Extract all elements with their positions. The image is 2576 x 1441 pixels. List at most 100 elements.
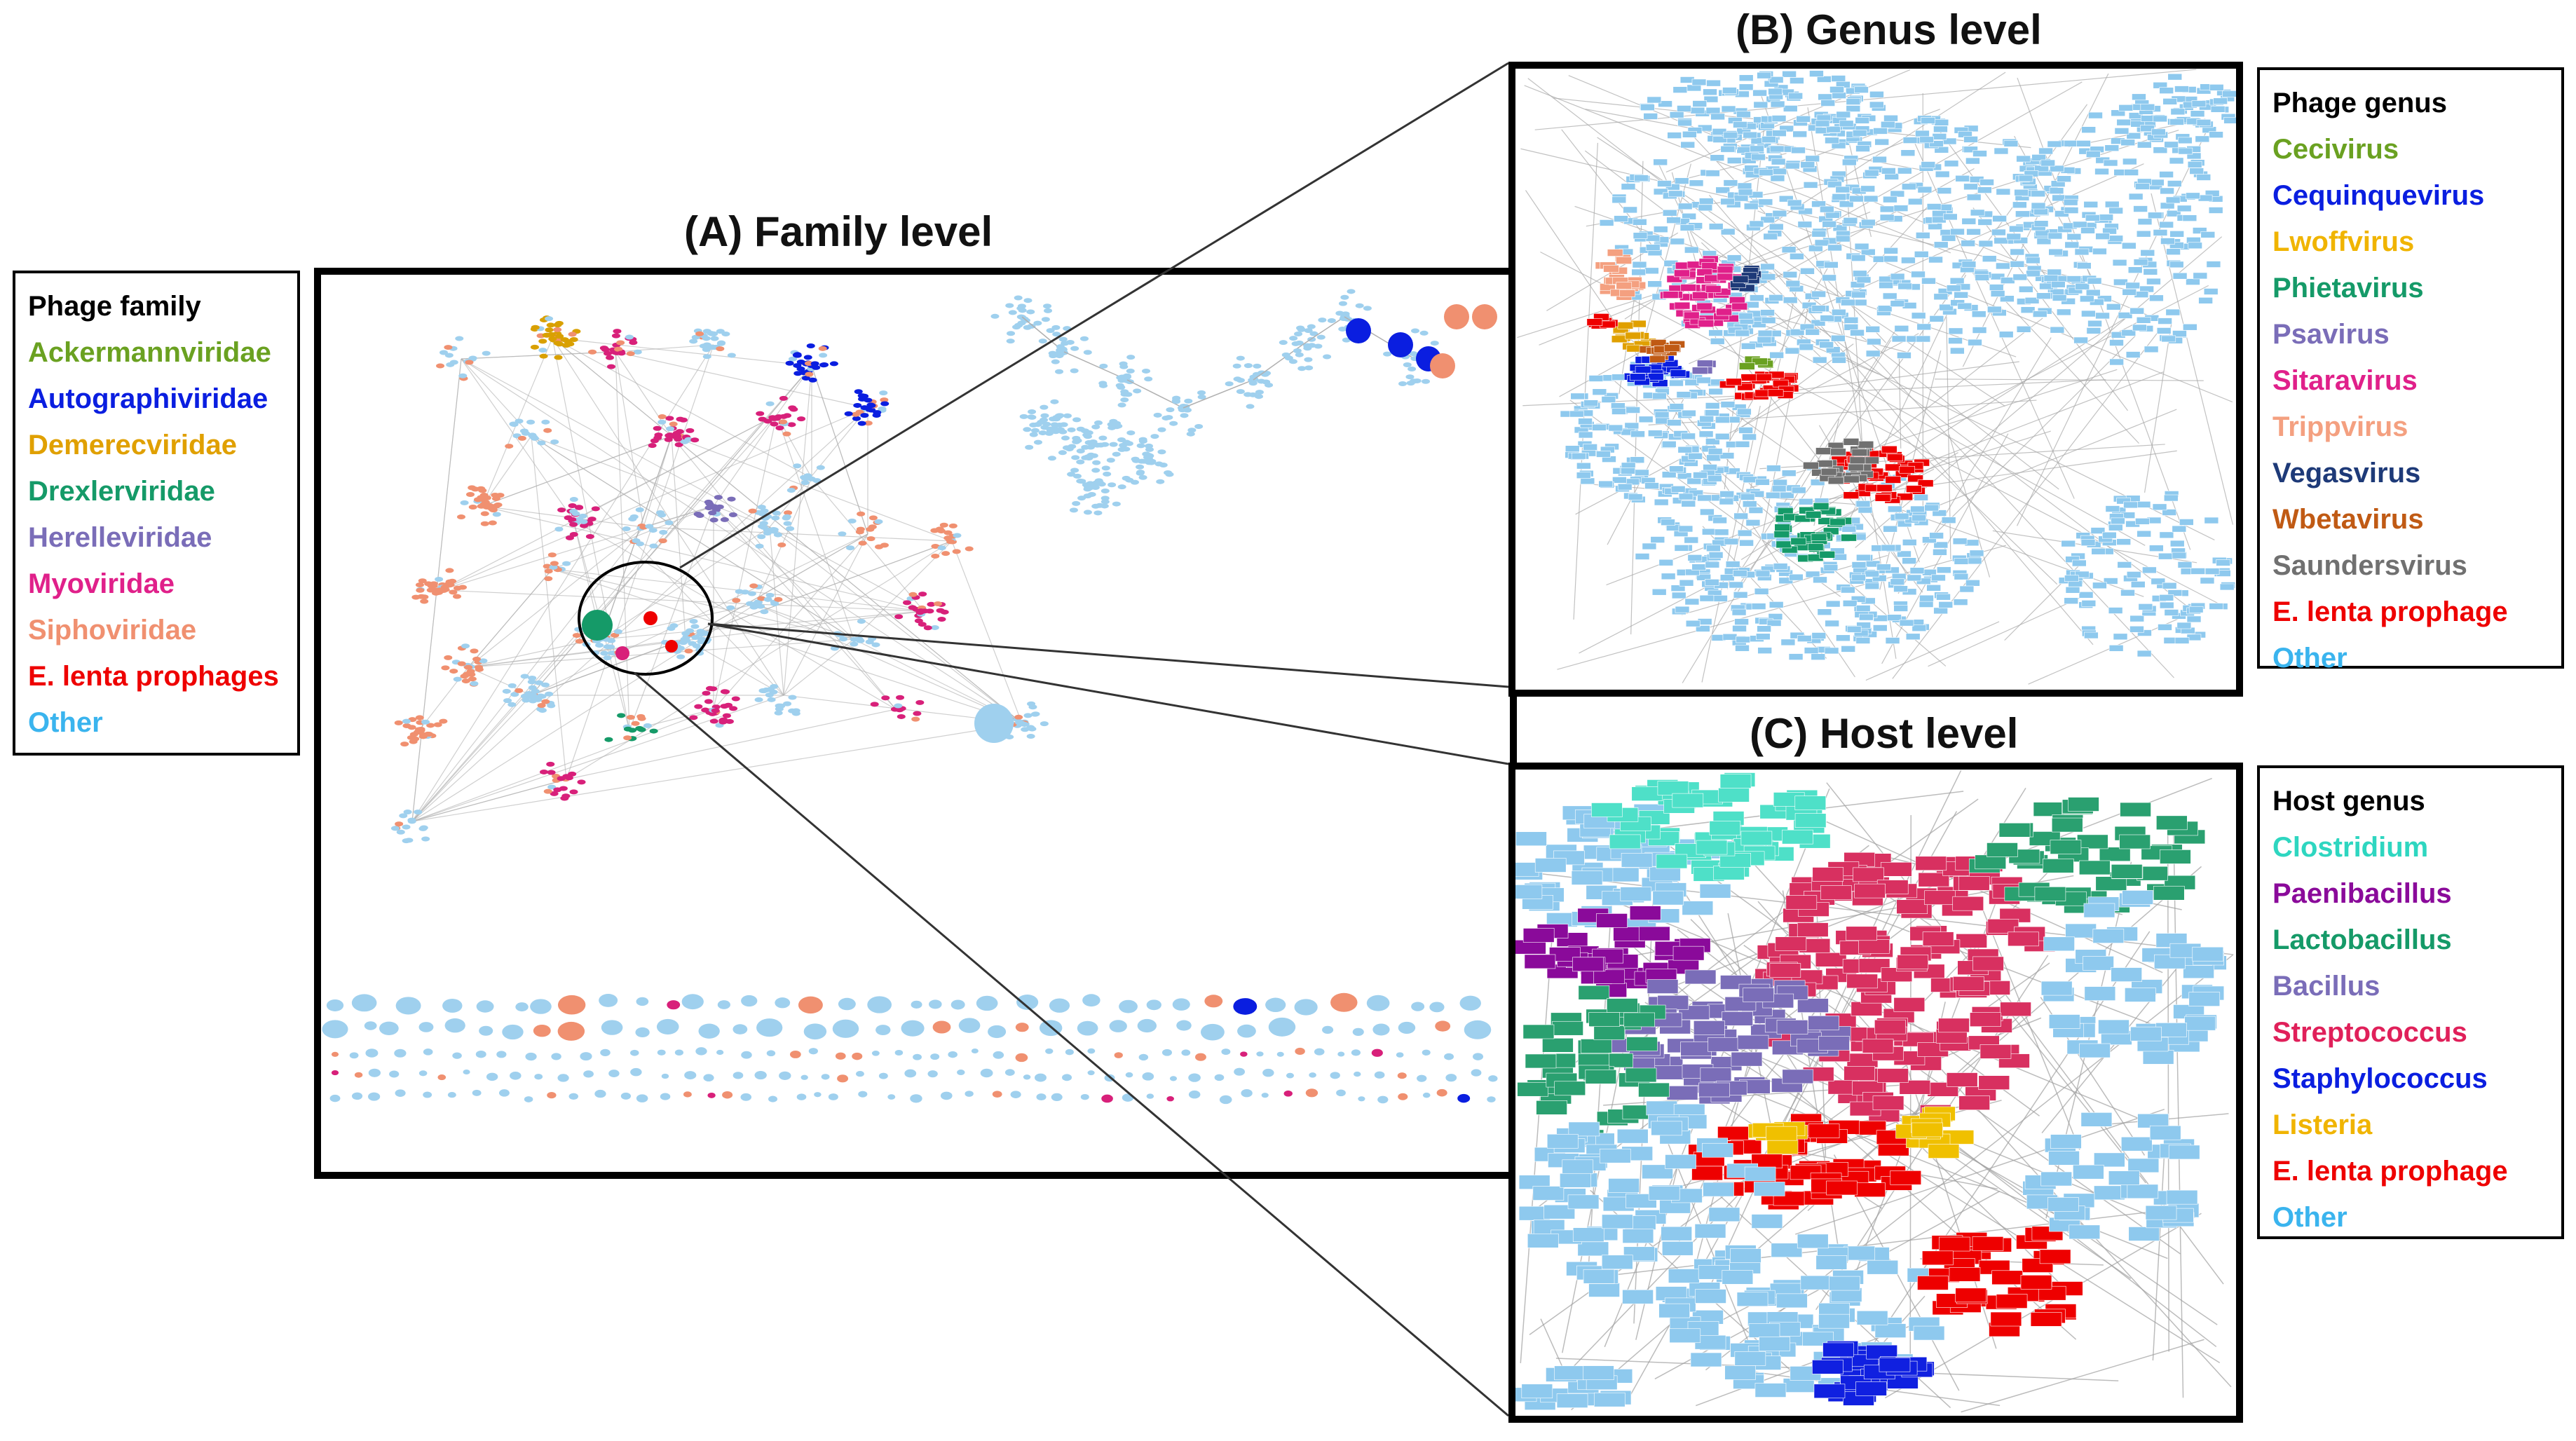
network-node xyxy=(1055,369,1064,374)
network-node xyxy=(1992,215,2007,222)
network-node xyxy=(1757,329,1773,337)
network-node xyxy=(616,340,625,346)
network-node xyxy=(1598,480,1613,488)
network-node xyxy=(2140,125,2155,132)
network-node xyxy=(1722,633,1738,641)
network-node xyxy=(1527,1233,1559,1248)
network-node xyxy=(770,421,779,427)
network-node xyxy=(632,538,641,544)
legend-host-item: Streptococcus xyxy=(2272,1017,2467,1048)
network-node xyxy=(564,775,573,781)
network-node xyxy=(1684,598,1700,606)
network-node xyxy=(1949,1266,1981,1282)
network-node xyxy=(1672,86,1688,93)
network-node xyxy=(1916,578,1931,585)
network-node xyxy=(510,692,519,697)
network-node xyxy=(2097,295,2112,302)
network-node xyxy=(2072,221,2087,228)
network-node xyxy=(2149,1125,2181,1140)
network-node xyxy=(741,995,758,1007)
network-node xyxy=(1851,1002,1883,1016)
network-node xyxy=(2148,212,2162,219)
network-node xyxy=(453,676,462,682)
network-node xyxy=(689,715,698,720)
network-node xyxy=(797,416,806,422)
network-node xyxy=(1063,413,1072,418)
network-node xyxy=(2080,1112,2113,1127)
network-node xyxy=(1692,100,1708,107)
network-node xyxy=(1853,270,1867,278)
network-node xyxy=(326,999,344,1011)
network-node xyxy=(720,689,729,695)
network-node xyxy=(1661,471,1677,479)
network-node xyxy=(1987,919,2019,934)
network-node xyxy=(2169,540,2185,547)
network-node xyxy=(636,1094,648,1102)
network-node xyxy=(1719,853,1751,868)
network-node xyxy=(571,511,580,517)
network-node xyxy=(1645,244,1661,251)
network-node xyxy=(1336,1089,1346,1097)
network-node xyxy=(649,543,658,549)
network-node xyxy=(611,333,620,339)
network-node xyxy=(1304,365,1314,371)
network-node xyxy=(419,825,428,831)
network-node xyxy=(2057,175,2071,182)
network-node xyxy=(1773,563,1788,570)
network-node xyxy=(1695,1289,1726,1304)
network-node xyxy=(1330,1072,1340,1079)
network-edge xyxy=(1573,142,1598,620)
network-node xyxy=(2036,292,2051,300)
network-node xyxy=(568,503,577,509)
network-node xyxy=(1138,438,1147,444)
network-node xyxy=(1316,334,1326,340)
network-node xyxy=(514,418,524,424)
network-node xyxy=(538,339,547,344)
network-node xyxy=(806,343,815,348)
network-node xyxy=(1330,992,1358,1012)
network-node xyxy=(1065,1049,1074,1056)
network-node xyxy=(1771,115,1787,122)
network-node xyxy=(714,495,723,500)
network-node xyxy=(2192,227,2207,234)
network-node xyxy=(1093,510,1103,516)
network-node xyxy=(2130,581,2146,588)
network-node xyxy=(1856,622,1871,629)
network-edge xyxy=(531,540,953,696)
network-node xyxy=(1994,147,2009,155)
network-node xyxy=(331,1051,339,1057)
network-node xyxy=(1268,1017,1296,1037)
network-node xyxy=(1621,852,1653,868)
network-node xyxy=(1757,647,1772,654)
network-node xyxy=(1015,1023,1029,1032)
network-node xyxy=(629,514,639,519)
network-node xyxy=(1836,111,1851,118)
legend-genus-item: Psavirus xyxy=(2272,319,2390,350)
network-node xyxy=(1914,251,1929,258)
network-node xyxy=(1804,647,1819,654)
network-node xyxy=(1698,204,1713,212)
network-node xyxy=(1961,217,1977,225)
network-node xyxy=(1072,417,1082,423)
network-node xyxy=(1819,341,1834,348)
network-node xyxy=(2073,336,2088,344)
network-node xyxy=(1772,210,1787,217)
network-node xyxy=(477,496,486,502)
network-node xyxy=(2123,501,2138,509)
network-node xyxy=(1874,138,1889,146)
network-node xyxy=(1411,328,1420,334)
network-node xyxy=(468,355,477,361)
network-node xyxy=(1852,130,1867,137)
network-node xyxy=(1769,601,1784,608)
network-edge xyxy=(601,610,925,640)
network-node xyxy=(1807,543,1824,551)
network-node xyxy=(839,636,848,642)
network-node xyxy=(2169,231,2184,238)
network-node xyxy=(676,654,686,660)
network-node xyxy=(1554,1081,1586,1096)
network-node xyxy=(2156,327,2172,334)
network-node xyxy=(1911,514,1927,521)
network-edge xyxy=(439,407,868,591)
network-node xyxy=(1650,339,1667,347)
network-node xyxy=(702,336,711,341)
